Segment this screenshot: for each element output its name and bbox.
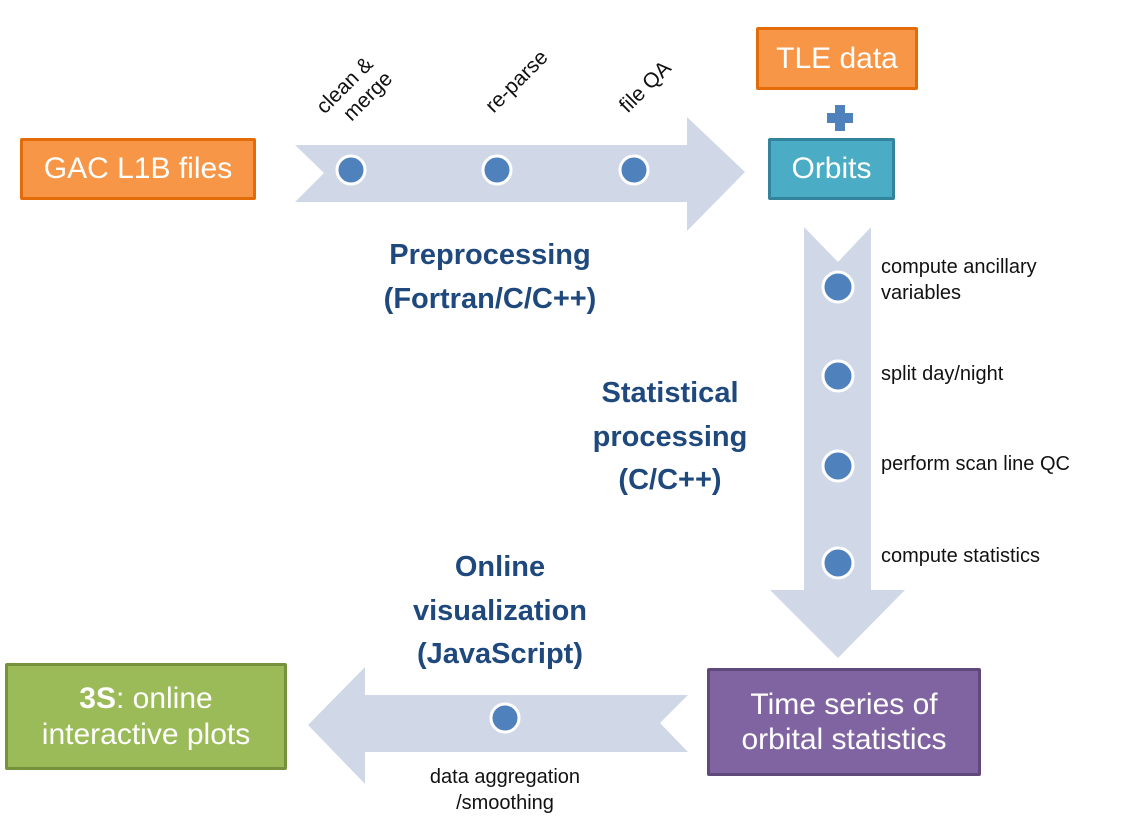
preprocessing-heading: Preprocessing (Fortran/C/C++)	[340, 234, 640, 321]
plus-icon	[827, 105, 853, 131]
statistical-title-line2: processing	[592, 420, 748, 453]
gac-l1b-files-node: GAC L1B files	[20, 138, 256, 200]
statistical-arrow	[770, 227, 905, 658]
preprocessing-title-line2: (Fortran/C/C++)	[383, 282, 597, 315]
gac-label: GAC L1B files	[43, 152, 233, 186]
step-dot	[821, 270, 855, 304]
step-label-line: /smoothing	[456, 792, 554, 814]
statistical-title-line3: (C/C++)	[618, 464, 722, 496]
visualization-title-line2: visualization	[412, 594, 588, 627]
step-label-split-day-night: split day/night	[881, 361, 1003, 387]
step-dot	[481, 154, 513, 186]
preprocessing-title-line1: Preprocessing	[389, 239, 591, 271]
step-dot	[618, 154, 650, 186]
online-plots-node: 3S: online interactive plots	[5, 663, 287, 770]
step-dot	[335, 154, 367, 186]
step-label-compute-ancillary: compute ancillary variables	[881, 254, 1037, 306]
timeseries-label-line2: orbital statistics	[741, 723, 947, 756]
visualization-title-line1: Online	[454, 551, 546, 583]
step-label-line: split day/night	[881, 363, 1004, 385]
output-label-rest: : online	[115, 682, 213, 716]
step-dot	[821, 449, 855, 483]
timeseries-label-line1: Time series of	[750, 687, 938, 721]
step-dot	[821, 359, 855, 393]
orbits-node: Orbits	[768, 138, 895, 200]
step-label-line: data aggregation	[429, 766, 581, 788]
step-label-compute-statistics: compute statistics	[881, 543, 1040, 569]
statistical-heading: Statistical processing (C/C++)	[560, 372, 780, 503]
step-label-line: variables	[881, 282, 962, 304]
tle-data-node: TLE data	[756, 27, 918, 90]
step-dot	[489, 702, 521, 734]
time-series-node: Time series of orbital statistics	[707, 668, 981, 776]
orbits-label: Orbits	[791, 152, 872, 186]
step-label-data-aggregation: data aggregation /smoothing	[395, 764, 615, 816]
statistical-title-line1: Statistical	[601, 377, 739, 409]
output-label-line1: 3S: online	[79, 681, 212, 716]
visualization-title-line3: (JavaScript)	[416, 638, 583, 670]
visualization-heading: Online visualization (JavaScript)	[390, 546, 610, 677]
preprocessing-arrow	[295, 117, 745, 231]
step-dot	[821, 546, 855, 580]
output-label-line2: interactive plots	[41, 717, 251, 751]
step-label-line: compute statistics	[881, 545, 1040, 567]
step-label-scan-line-qc: perform scan line QC	[881, 451, 1070, 477]
step-label-line: compute ancillary	[881, 256, 1037, 278]
step-label-line: perform scan line QC	[881, 453, 1070, 475]
output-label-bold: 3S	[79, 682, 116, 716]
tle-label: TLE data	[776, 41, 898, 75]
